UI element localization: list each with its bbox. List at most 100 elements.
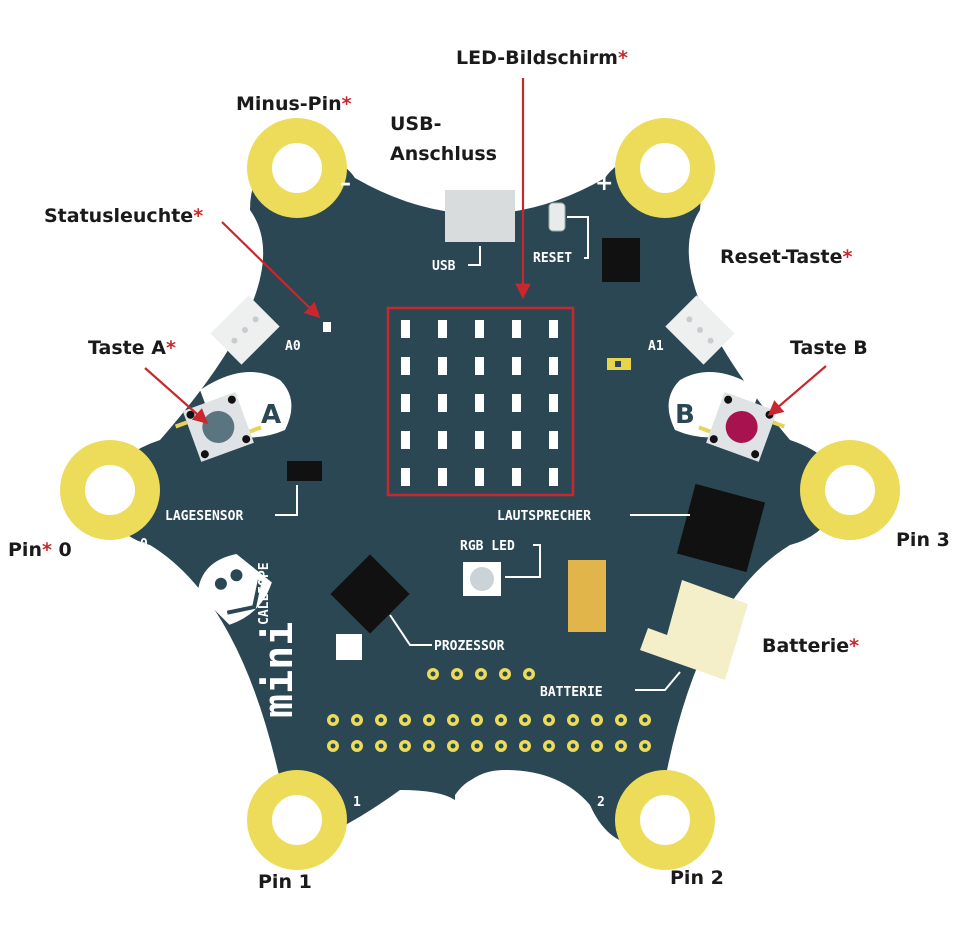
led-pixel [438,468,447,486]
arrow-button-a [144,367,209,425]
header-pin-hole [474,717,480,723]
led-pixel [401,320,410,338]
speaker-silk-label: LAUTSPRECHER [497,509,591,524]
brand-line-calliope: CALLIOPE [257,562,272,625]
callout-pin0: Pin* 0 [8,539,72,561]
reset-silk-label: RESET [533,251,572,266]
led-pixel [438,394,447,412]
callout-button-a: Taste A* [88,337,176,359]
header-pin-hole [522,717,528,723]
pad-1 [247,770,347,870]
callout-led-screen: LED-Bildschirm* [456,47,628,69]
usb-port [445,190,515,242]
led-pixel [549,468,558,486]
led-pixel [549,431,558,449]
button-a[interactable]: A [172,372,292,466]
callout-usb-line2: Anschluss [390,143,497,165]
led-pixel [438,320,447,338]
led-pixel [475,320,484,338]
header-pin-hole [426,743,432,749]
led-pixel [512,394,521,412]
led-pixel [475,394,484,412]
led-matrix-highlight [386,306,575,497]
plus-sign: + [595,171,613,196]
calliope-logo [197,554,272,625]
processor-chip [330,554,410,634]
brand-line-mini: mini [256,622,302,718]
led-pixel [401,431,410,449]
led-pixel [401,394,410,412]
board [100,150,845,846]
callout-pin1: Pin 1 [258,871,312,893]
arrow-status-light [221,221,321,319]
header-pin-hole [354,743,360,749]
header-pin-hole [498,717,504,723]
header-pin-hole [642,743,648,749]
pin-header [327,668,651,752]
button-b-letter: B [675,400,695,430]
led-pixel [512,468,521,486]
reset-button-part [548,202,566,232]
usb-silk-label: USB [432,259,456,274]
pad-plus [615,118,715,218]
header-pin-hole [474,743,480,749]
amber-component [568,560,606,632]
a0-silk-label: A0 [285,339,301,354]
header-pin-hole [330,743,336,749]
speaker [676,483,766,573]
callout-usb-line1: USB- [390,113,441,135]
header-pin-hole [454,671,460,677]
led-pixel [512,431,521,449]
callout-status-light: Statusleuchte* [44,205,203,227]
header-pin-hole [570,743,576,749]
reset-chip [602,238,640,282]
header-pin-hole [594,717,600,723]
position-sensor [287,461,322,481]
header-pin-hole [450,743,456,749]
header-pin-hole [426,717,432,723]
pad-2 [615,770,715,870]
header-pin-hole [570,717,576,723]
status-led [323,322,331,332]
button-b[interactable]: B [668,372,789,466]
callout-minus-pin: Minus-Pin* [236,93,352,115]
led-pixel [475,468,484,486]
a0-connector [210,295,280,365]
pad-0 [60,440,160,540]
battery-holder [640,580,748,680]
led-pixel [438,431,447,449]
header-pin-hole [618,743,624,749]
led-pixel [512,320,521,338]
pin0-number: 0 [140,537,148,552]
header-pin-hole [354,717,360,723]
rgb-led-lens [470,567,494,591]
pin3-number: 3 [808,537,816,552]
callout-pin3: Pin 3 [896,529,950,551]
a1-silk-label: A1 [648,339,664,354]
battery-silk-label: BATTERIE [540,685,603,700]
header-pin-hole [330,717,336,723]
position-sensor-silk-label: LAGESENSOR [165,509,243,524]
header-pin-hole [430,671,436,677]
callout-battery: Batterie* [762,635,859,657]
led-pixel [549,320,558,338]
header-pin-hole [378,717,384,723]
led-pixel [475,357,484,375]
pin1-number: 1 [353,795,361,810]
arrow-button-b [767,365,827,417]
callout-reset-button: Reset-Taste* [720,246,853,268]
header-pin-hole [502,671,508,677]
header-pin-hole [450,717,456,723]
header-pin-hole [594,743,600,749]
callout-button-b: Taste B [790,337,868,359]
header-pin-hole [522,743,528,749]
rgb-led-silk-label: RGB LED [460,539,515,554]
pad-minus [247,118,347,218]
header-pin-hole [402,743,408,749]
header-pin-hole [402,717,408,723]
led-pixel [512,357,521,375]
led-pixel [549,357,558,375]
led-matrix [401,320,558,486]
a1-connector [665,295,735,365]
